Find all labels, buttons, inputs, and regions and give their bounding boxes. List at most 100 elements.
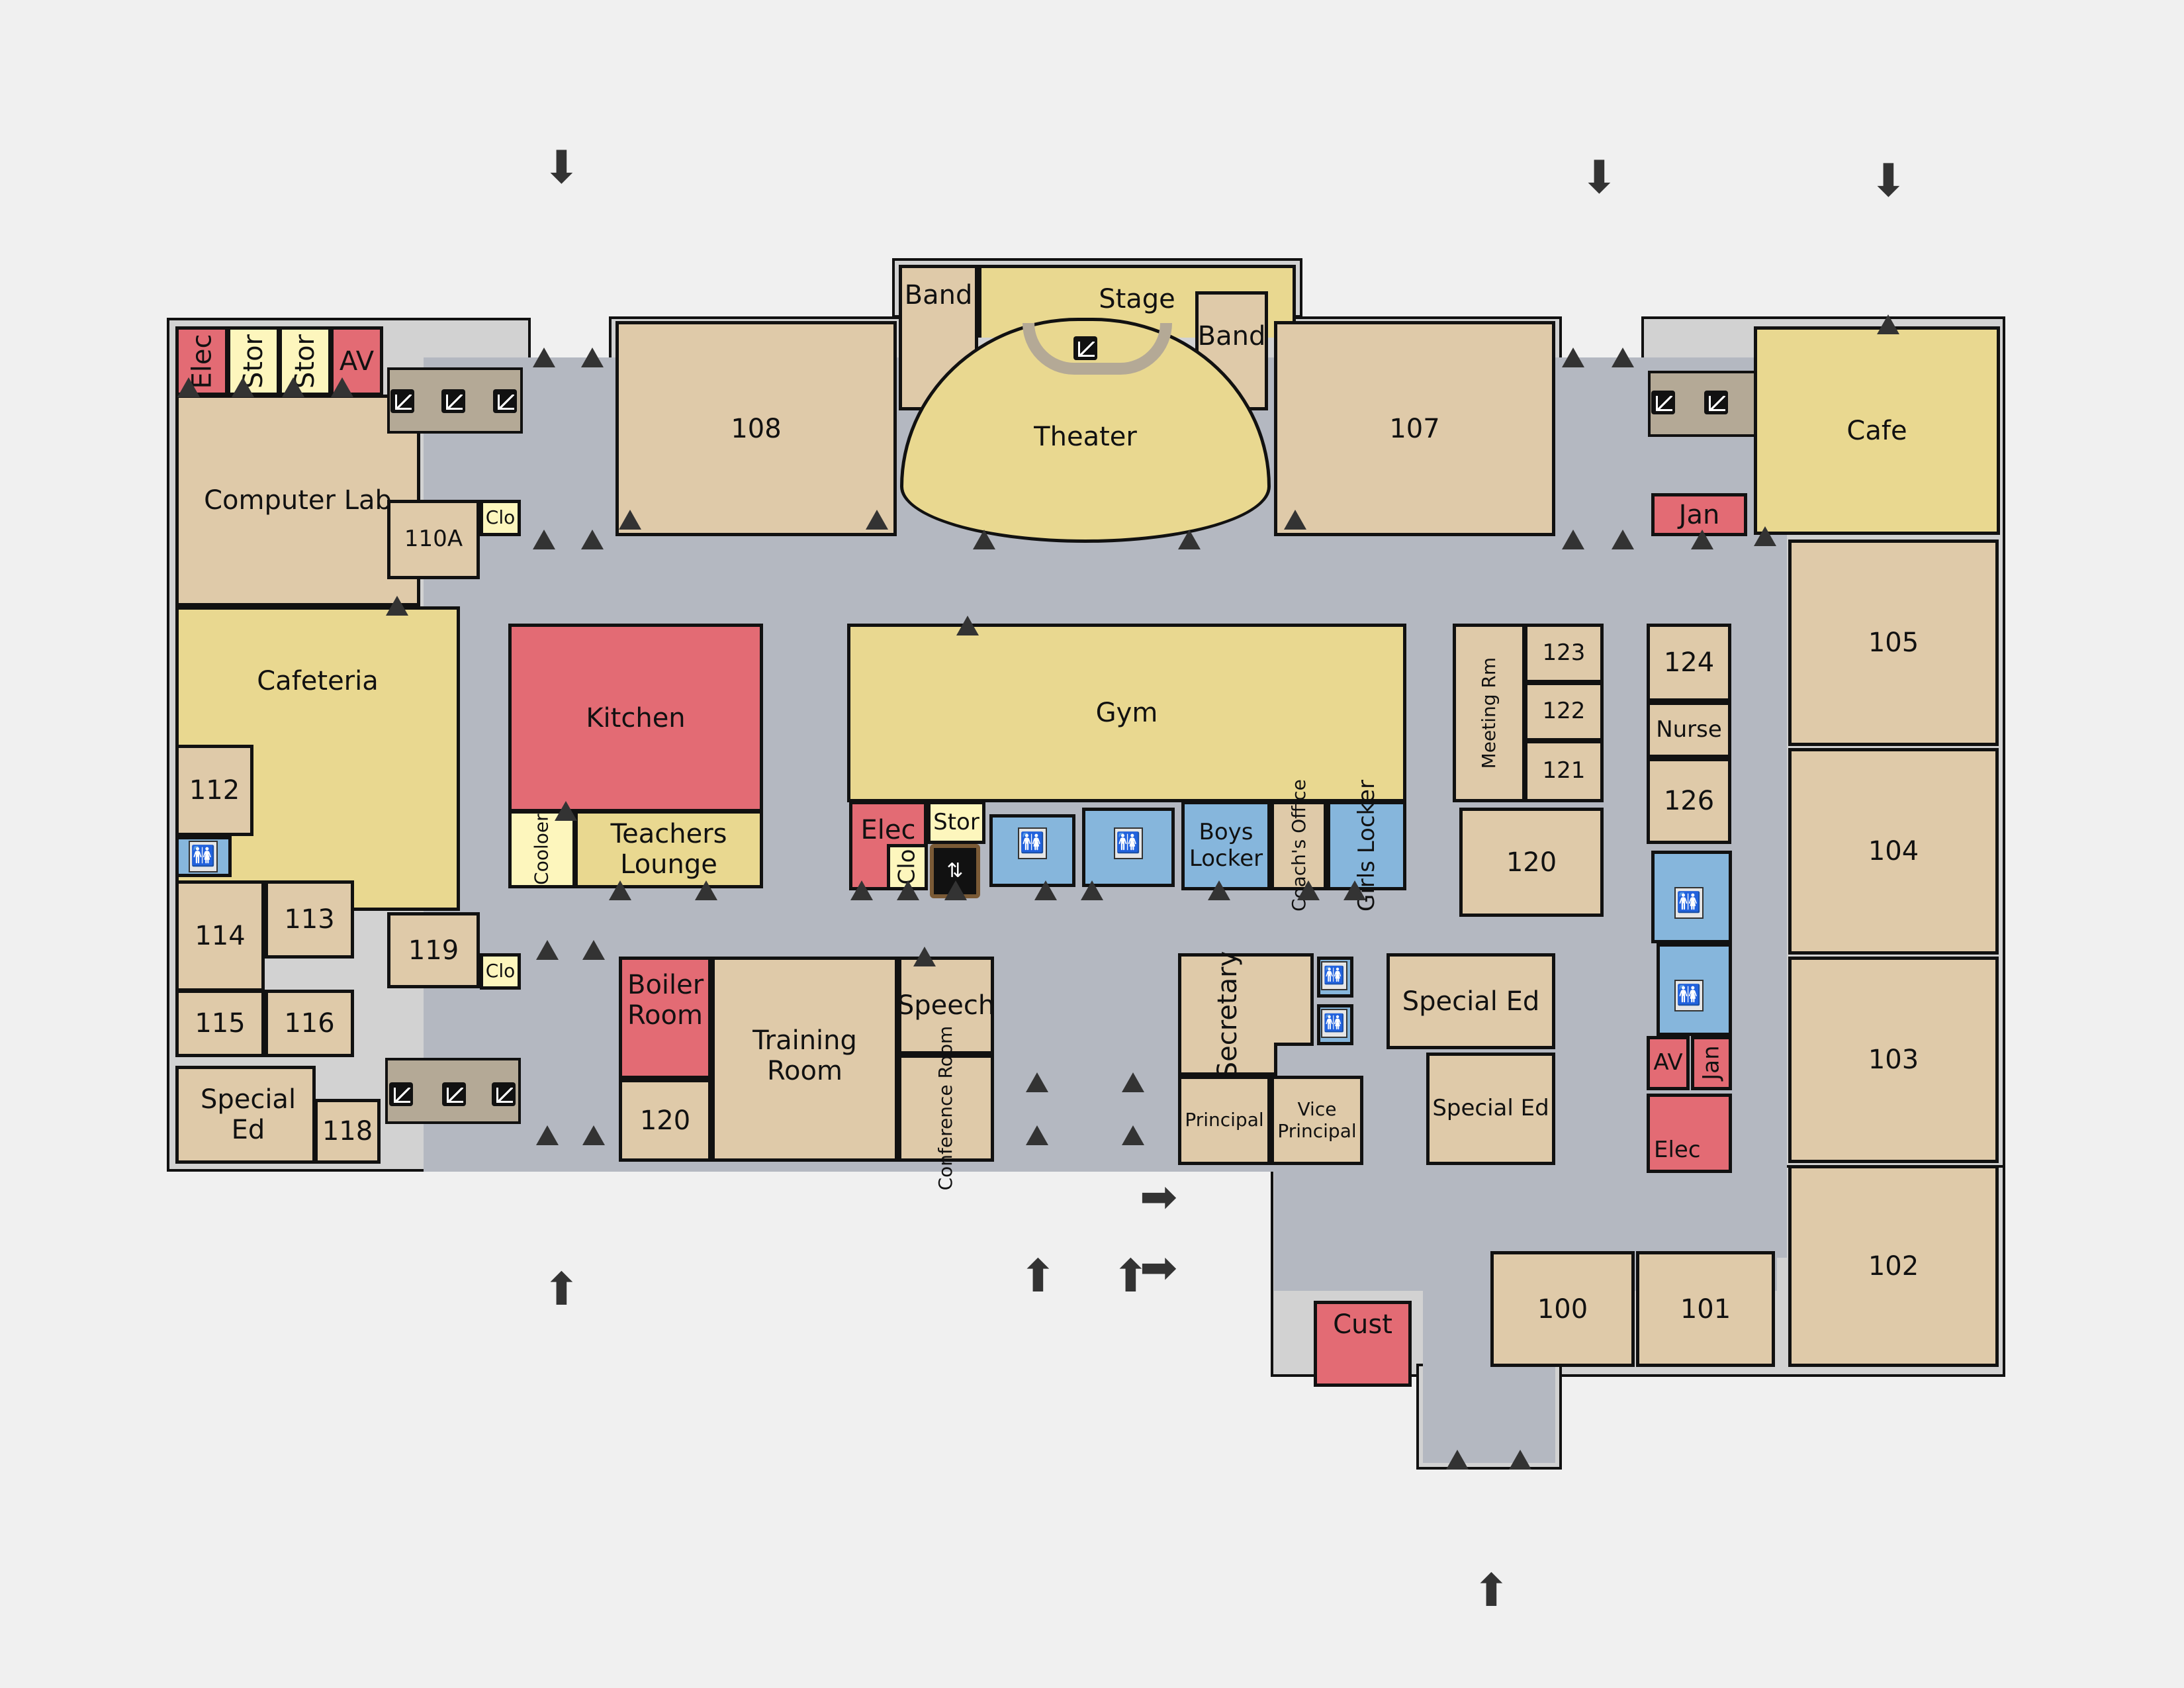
- door-marker[interactable]: [944, 880, 967, 900]
- door-marker[interactable]: [913, 947, 936, 966]
- room-gym[interactable]: Gym: [847, 624, 1406, 802]
- room-108[interactable]: 108: [615, 321, 897, 536]
- door-marker[interactable]: [581, 348, 604, 367]
- room-115[interactable]: 115: [175, 990, 265, 1057]
- door-marker[interactable]: [1122, 1072, 1144, 1092]
- door-marker[interactable]: [533, 530, 555, 549]
- door-marker[interactable]: [386, 596, 408, 616]
- door-marker[interactable]: [555, 801, 577, 821]
- door-marker[interactable]: [1562, 348, 1584, 367]
- room-special-ed-west[interactable]: Special Ed: [175, 1066, 316, 1164]
- room-114[interactable]: 114: [175, 880, 265, 992]
- door-marker[interactable]: [1284, 510, 1306, 530]
- door-marker[interactable]: [897, 880, 919, 900]
- door-marker[interactable]: [1562, 530, 1584, 549]
- door-marker[interactable]: [1208, 880, 1230, 900]
- door-marker[interactable]: [956, 616, 979, 635]
- room-jan-east[interactable]: Jan: [1691, 1036, 1732, 1090]
- door-marker[interactable]: [1122, 1125, 1144, 1145]
- door-marker[interactable]: [1178, 530, 1201, 549]
- room-112[interactable]: 112: [175, 745, 253, 836]
- room-teachers-lounge[interactable]: Teachers Lounge: [574, 810, 763, 888]
- door-marker[interactable]: [282, 377, 304, 397]
- room-stor-gym[interactable]: Stor: [927, 801, 985, 844]
- door-marker[interactable]: [1343, 880, 1366, 900]
- room-118[interactable]: 118: [314, 1099, 381, 1164]
- door-marker[interactable]: [1034, 880, 1057, 900]
- room-cafe[interactable]: Cafe: [1754, 326, 2000, 535]
- room-training-room[interactable]: Training Room: [711, 957, 898, 1162]
- room-122[interactable]: 122: [1524, 682, 1604, 741]
- room-vice-principal[interactable]: Vice Principal: [1271, 1076, 1363, 1165]
- room-clo-west[interactable]: Clo: [480, 953, 521, 990]
- room-computer-lab[interactable]: Computer Lab: [175, 395, 420, 606]
- room-110a[interactable]: 110A: [387, 500, 480, 579]
- door-marker[interactable]: [1612, 530, 1634, 549]
- room-cooler[interactable]: Cooloer: [508, 810, 576, 888]
- room-stor-nw-2[interactable]: Stor: [279, 326, 332, 396]
- room-special-ed-center-1[interactable]: Special Ed: [1387, 953, 1555, 1049]
- door-marker[interactable]: [232, 377, 254, 397]
- door-marker[interactable]: [581, 530, 604, 549]
- door-marker[interactable]: [695, 880, 717, 900]
- room-kitchen[interactable]: Kitchen: [508, 624, 763, 812]
- door-marker[interactable]: [536, 940, 559, 960]
- room-coachs-office[interactable]: Coach's Office: [1271, 780, 1327, 912]
- room-special-ed-center-2[interactable]: Special Ed: [1426, 1053, 1555, 1165]
- room-speech[interactable]: Speech: [897, 957, 995, 1055]
- door-marker[interactable]: [533, 348, 555, 367]
- door-marker[interactable]: [850, 880, 873, 900]
- room-120-east[interactable]: 120: [1459, 808, 1604, 917]
- door-marker[interactable]: [973, 530, 995, 549]
- room-clo-nw[interactable]: Clo: [480, 500, 521, 536]
- room-113[interactable]: 113: [265, 880, 354, 959]
- room-124[interactable]: 124: [1647, 624, 1731, 702]
- door-marker[interactable]: [1509, 1450, 1531, 1470]
- room-101[interactable]: 101: [1636, 1251, 1775, 1367]
- room-103[interactable]: 103: [1788, 957, 1999, 1163]
- door-marker[interactable]: [1297, 880, 1320, 900]
- door-marker[interactable]: [866, 510, 888, 530]
- door-marker[interactable]: [582, 940, 605, 960]
- room-121[interactable]: 121: [1524, 740, 1604, 802]
- room-av-nw[interactable]: AV: [330, 326, 383, 396]
- door-marker[interactable]: [582, 1125, 605, 1145]
- door-marker[interactable]: [1446, 1450, 1469, 1470]
- door-marker[interactable]: [536, 1125, 559, 1145]
- room-105[interactable]: 105: [1788, 539, 1999, 746]
- door-marker[interactable]: [177, 377, 200, 397]
- door-marker[interactable]: [1691, 530, 1713, 549]
- door-marker[interactable]: [331, 377, 353, 397]
- room-107[interactable]: 107: [1274, 321, 1555, 536]
- room-meeting-rm[interactable]: Meeting Rm: [1453, 624, 1525, 802]
- door-marker[interactable]: [609, 880, 631, 900]
- room-102[interactable]: 102: [1788, 1165, 1999, 1367]
- room-jan-ne[interactable]: Jan: [1651, 493, 1747, 536]
- room-nurse[interactable]: Nurse: [1647, 702, 1731, 758]
- elevator-icon[interactable]: ⇅: [930, 844, 980, 898]
- room-secretary[interactable]: Secretary: [1178, 951, 1277, 1078]
- room-girls-locker[interactable]: Girls Locker: [1327, 780, 1406, 912]
- room-100[interactable]: 100: [1490, 1251, 1635, 1367]
- room-cust[interactable]: Cust: [1314, 1301, 1412, 1387]
- door-marker[interactable]: [619, 510, 641, 530]
- room-116[interactable]: 116: [265, 990, 354, 1057]
- room-104[interactable]: 104: [1788, 748, 1999, 955]
- room-123[interactable]: 123: [1524, 624, 1604, 683]
- door-marker[interactable]: [1026, 1125, 1048, 1145]
- room-elec-east[interactable]: Elec: [1647, 1094, 1732, 1173]
- room-boiler-room[interactable]: Boiler Room: [619, 957, 711, 1079]
- door-marker[interactable]: [1612, 348, 1634, 367]
- room-secretary-annex[interactable]: [1274, 953, 1314, 1046]
- room-principal[interactable]: Principal: [1178, 1076, 1271, 1165]
- door-marker[interactable]: [1081, 880, 1103, 900]
- door-marker[interactable]: [1026, 1072, 1048, 1092]
- room-conference-room[interactable]: Conference Room: [898, 1026, 994, 1190]
- door-marker[interactable]: [1877, 314, 1899, 334]
- door-marker[interactable]: [1754, 526, 1776, 546]
- room-126[interactable]: 126: [1647, 758, 1731, 844]
- room-119[interactable]: 119: [387, 912, 480, 988]
- room-boys-locker[interactable]: Boys Locker: [1181, 801, 1271, 890]
- room-120-west[interactable]: 120: [619, 1079, 711, 1162]
- room-av-east[interactable]: AV: [1647, 1036, 1690, 1090]
